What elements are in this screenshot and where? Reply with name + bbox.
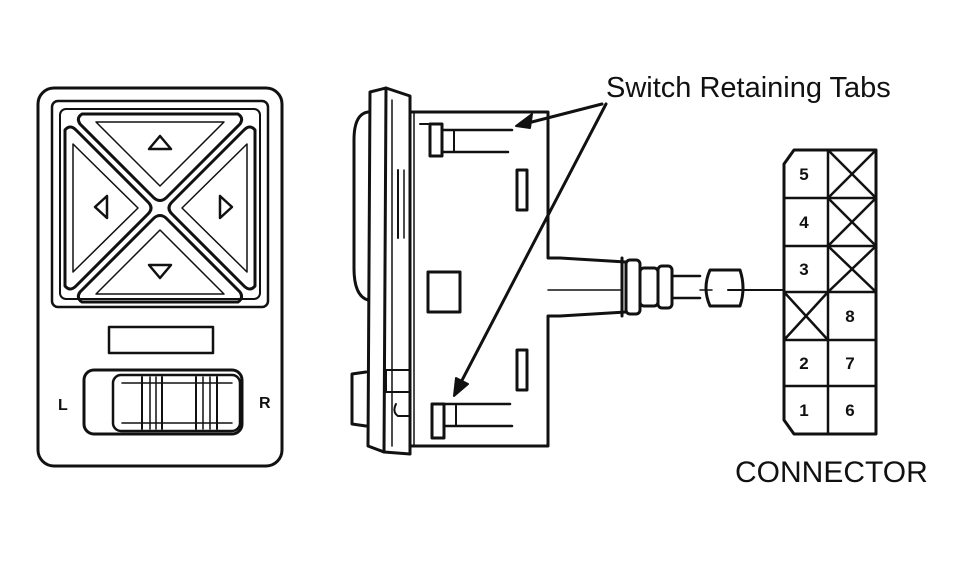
left-pad	[63, 125, 153, 291]
indicator-window	[107, 325, 215, 355]
pin-label: 5	[799, 165, 808, 184]
lower-retaining-tab	[393, 402, 514, 440]
pin-label: 4	[799, 213, 809, 232]
right-pad	[167, 125, 257, 291]
blocked-cavity-icon	[782, 148, 878, 342]
connector-face: 5 4 3 2 1 8 7 6	[782, 148, 878, 436]
pin-label: 3	[799, 260, 808, 279]
callout-arrows	[453, 102, 608, 397]
lr-selector-switch	[82, 368, 244, 436]
pin-label: 2	[799, 354, 808, 373]
upper-retaining-tab	[419, 122, 514, 158]
connector-title: CONNECTOR	[735, 456, 928, 489]
up-pad	[76, 112, 244, 202]
pin-label: 7	[845, 354, 854, 373]
down-pad	[76, 214, 244, 304]
switch-retaining-tabs-label: Switch Retaining Tabs	[606, 72, 891, 104]
left-side-label: L	[58, 397, 68, 414]
pin-label: 1	[799, 401, 808, 420]
arrow-up-icon	[147, 134, 173, 151]
switch-side-view	[350, 86, 562, 456]
pin-label: 8	[845, 307, 854, 326]
cable	[547, 256, 783, 318]
switch-front-view	[36, 86, 284, 468]
arrow-down-icon	[147, 263, 173, 280]
arrow-left-icon	[93, 194, 109, 220]
right-side-label: R	[259, 395, 271, 412]
pin-label: 6	[845, 401, 854, 420]
arrow-right-icon	[218, 194, 234, 220]
